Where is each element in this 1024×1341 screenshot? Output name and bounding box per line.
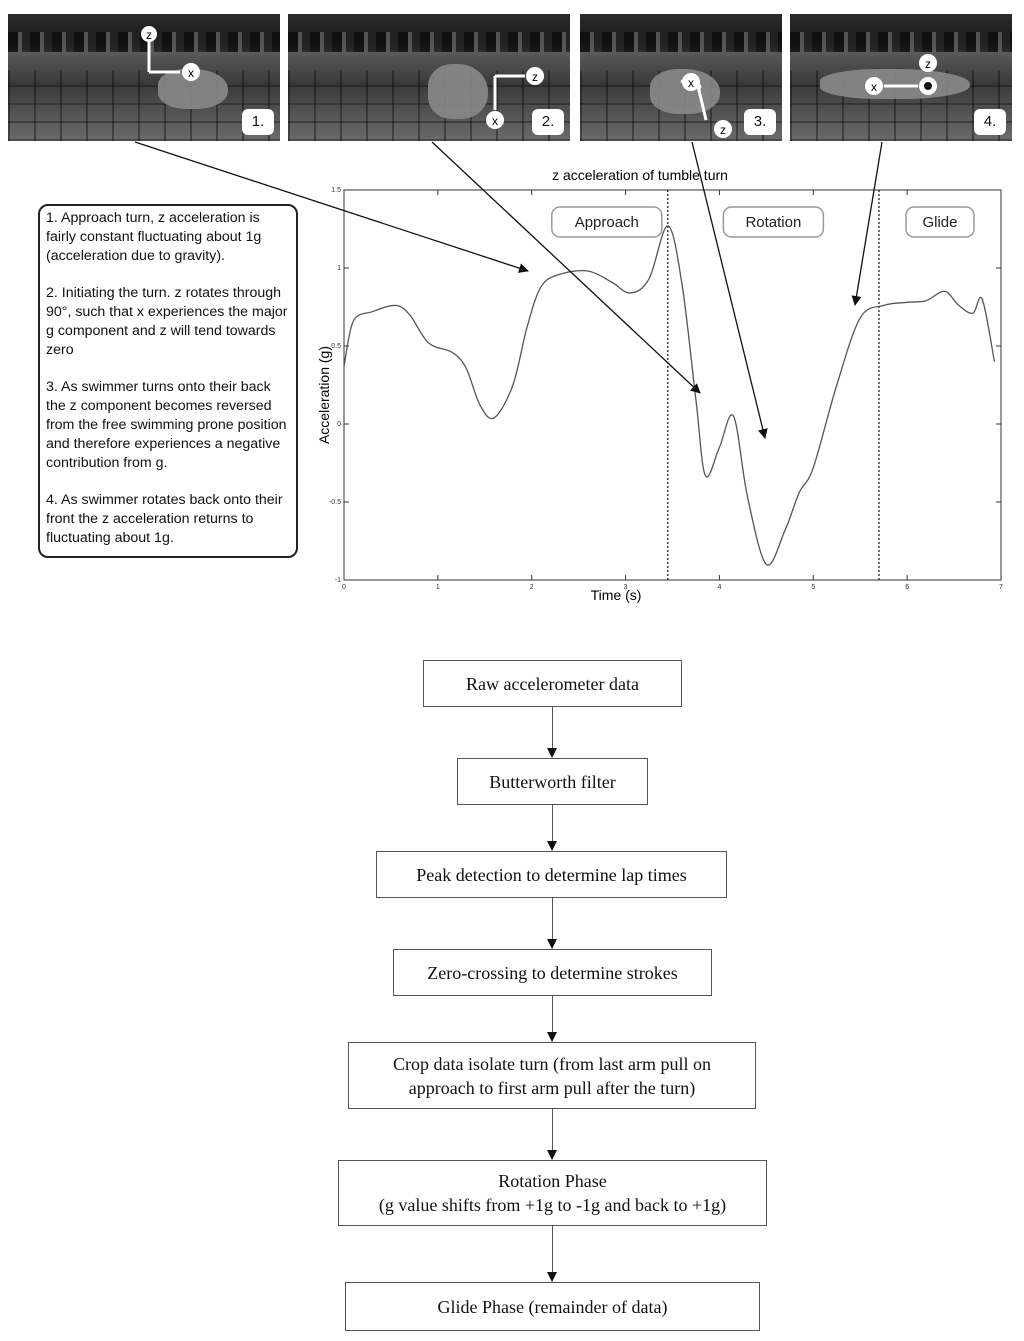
note-4: 4. As swimmer rotates back onto their fr… [46, 492, 283, 546]
y-tick-label: 1.5 [331, 187, 341, 194]
x-tick-label: 5 [811, 584, 815, 591]
phase-label: Rotation [745, 214, 801, 231]
phase-label: Glide [922, 214, 957, 231]
lane-rope [580, 32, 782, 52]
flow-step-crop-data: Crop data isolate turn (from last arm pu… [348, 1042, 756, 1109]
x-tick-label: 0 [342, 584, 346, 591]
axis-label-z: z [146, 28, 152, 42]
axis-label-x: x [688, 76, 694, 90]
chart-title: z acceleration of tumble turn [552, 167, 728, 183]
flow-step-text: approach to first arm pull after the tur… [408, 1077, 696, 1098]
y-tick-label: 1 [337, 265, 341, 272]
note-2: 2. Initiating the turn. z rotates throug… [46, 285, 288, 358]
callout-arrow-4 [851, 141, 883, 306]
photo-panel-1: z x 1. [8, 14, 280, 141]
flow-arrow [547, 805, 557, 851]
axis-label-x: x [492, 114, 498, 128]
acceleration-chart: z acceleration of tumble turn 0 1 2 3 4 5 6 7 -… [134, 141, 1003, 603]
y-axis-label: Acceleration (g) [316, 346, 332, 444]
flow-step-raw-data: Raw accelerometer data [423, 660, 682, 707]
note-3: 3. As swimmer turns onto their back the … [46, 379, 287, 471]
axis-indicator: z x [141, 26, 200, 81]
y-axis: -1 -0.5 0 0.5 1 1.5 [329, 187, 1001, 584]
flow-step-butterworth: Butterworth filter [457, 758, 648, 805]
y-tick-label: 0.5 [331, 343, 341, 350]
flow-step-text: Glide Phase (remainder of data) [437, 1296, 668, 1317]
phase-label-box [722, 206, 825, 238]
pool-tiles [8, 71, 280, 141]
lane-rope [790, 32, 1012, 52]
x-tick-label: 6 [905, 584, 909, 591]
phase-label-box [905, 206, 975, 238]
axis-indicator: z x [486, 67, 544, 129]
phase-label-box [551, 206, 663, 238]
flow-step-peak-detection: Peak detection to determine lap times [376, 851, 727, 898]
flow-step-text: Rotation Phase [498, 1171, 607, 1191]
phase-labels: Approach Rotation Glide [551, 206, 975, 238]
photo-number: 4. [974, 109, 1006, 135]
flow-arrow [547, 996, 557, 1042]
flow-arrow [547, 1109, 557, 1160]
swimmer [820, 69, 970, 99]
y-tick-label: -1 [335, 577, 341, 584]
photo-number: 1. [242, 109, 274, 135]
flow-arrow [547, 1226, 557, 1282]
callout-arrow-1 [134, 141, 529, 273]
callout-arrow-3 [691, 141, 768, 439]
flow-step-text: Raw accelerometer data [466, 673, 639, 694]
y-tick-label: -0.5 [329, 499, 341, 506]
x-tick-label: 2 [530, 584, 534, 591]
axis-indicator: z x [865, 54, 937, 95]
explanation-box: 1. Approach turn, z acceleration is fair… [38, 204, 298, 558]
axis-label-z: z [925, 57, 931, 71]
callout-arrows [134, 141, 883, 439]
lane-rope [288, 32, 570, 52]
x-tick-label: 1 [436, 584, 440, 591]
series-line-z [343, 225, 996, 566]
lane-rope [8, 32, 280, 52]
phase-label: Approach [575, 214, 639, 231]
flow-step-text: Crop data isolate turn (from last arm pu… [393, 1053, 711, 1074]
callout-arrow-2 [431, 141, 701, 394]
flow-step-text: Butterworth filter [489, 771, 616, 792]
x-tick-label: 7 [999, 584, 1003, 591]
y-tick-label: 0 [337, 421, 341, 428]
x-tick-label: 4 [717, 584, 721, 591]
photo-panel-3: x z 3. [580, 14, 782, 141]
flow-arrow [547, 707, 557, 758]
flow-step-glide-phase: Glide Phase (remainder of data) [345, 1282, 760, 1331]
plot-frame [343, 189, 1002, 581]
axis-label-x: x [188, 66, 194, 80]
axis-indicator: x z [680, 73, 732, 138]
photo-number: 3. [744, 109, 776, 135]
swimmer [428, 64, 488, 119]
axis-label-x: x [871, 80, 877, 94]
flow-step-text: Peak detection to determine lap times [416, 864, 687, 885]
flow-arrow [547, 898, 557, 949]
axis-label-z: z [720, 123, 726, 137]
flow-step-zero-crossing: Zero-crossing to determine strokes [393, 949, 712, 996]
phase-dividers [667, 190, 880, 580]
axis-label-z: z [532, 70, 538, 84]
flow-step-text: (g value shifts from +1g to -1g and back… [378, 1195, 727, 1215]
photo-panel-2: z x 2. [288, 14, 570, 141]
flow-step-rotation-phase: Rotation Phase (g value shifts from +1g … [338, 1160, 767, 1226]
x-tick-label: 3 [624, 584, 628, 591]
photo-panel-4: z x 4. [790, 14, 1012, 141]
note-1: 1. Approach turn, z acceleration is fair… [46, 210, 262, 264]
x-axis: 0 1 2 3 4 5 6 7 [342, 190, 1003, 591]
x-axis-label: Time (s) [591, 587, 642, 603]
flow-step-text: Zero-crossing to determine strokes [427, 962, 678, 983]
photo-number: 2. [532, 109, 564, 135]
